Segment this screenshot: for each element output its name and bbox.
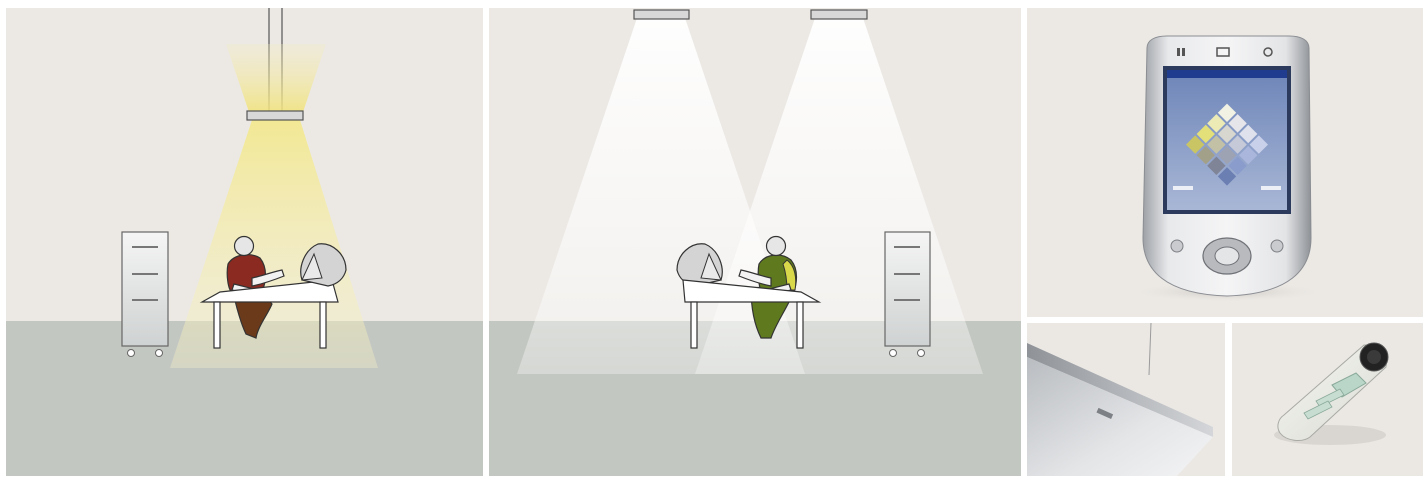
remote-photo bbox=[1232, 323, 1423, 476]
luminaire-photo bbox=[1027, 323, 1225, 476]
scene-ceiling-downlights bbox=[489, 8, 1021, 476]
navigation-pad-center bbox=[1215, 247, 1239, 265]
hardware-button-right bbox=[1271, 240, 1283, 252]
ceiling-fixture-right bbox=[811, 10, 867, 19]
hardware-button-left bbox=[1171, 240, 1183, 252]
product-remote-control bbox=[1232, 323, 1423, 476]
suspension-wire bbox=[1149, 323, 1151, 375]
filing-cabinet bbox=[122, 232, 168, 357]
filing-cabinet bbox=[885, 232, 930, 357]
scene-downlights-illustration bbox=[489, 8, 1021, 476]
pda-titlebar bbox=[1167, 70, 1287, 78]
pendant-fixture bbox=[247, 111, 303, 120]
product-pda-controller bbox=[1027, 8, 1423, 317]
pda-photo bbox=[1027, 8, 1423, 317]
remote-sensor-center bbox=[1367, 350, 1381, 364]
scene-pendant-light bbox=[6, 8, 483, 476]
product-luminaire bbox=[1027, 323, 1225, 476]
ceiling-fixture-left bbox=[634, 10, 689, 19]
screen-label-right bbox=[1261, 186, 1281, 190]
screen-label-left bbox=[1173, 186, 1193, 190]
scene-pendant-illustration bbox=[6, 8, 483, 476]
